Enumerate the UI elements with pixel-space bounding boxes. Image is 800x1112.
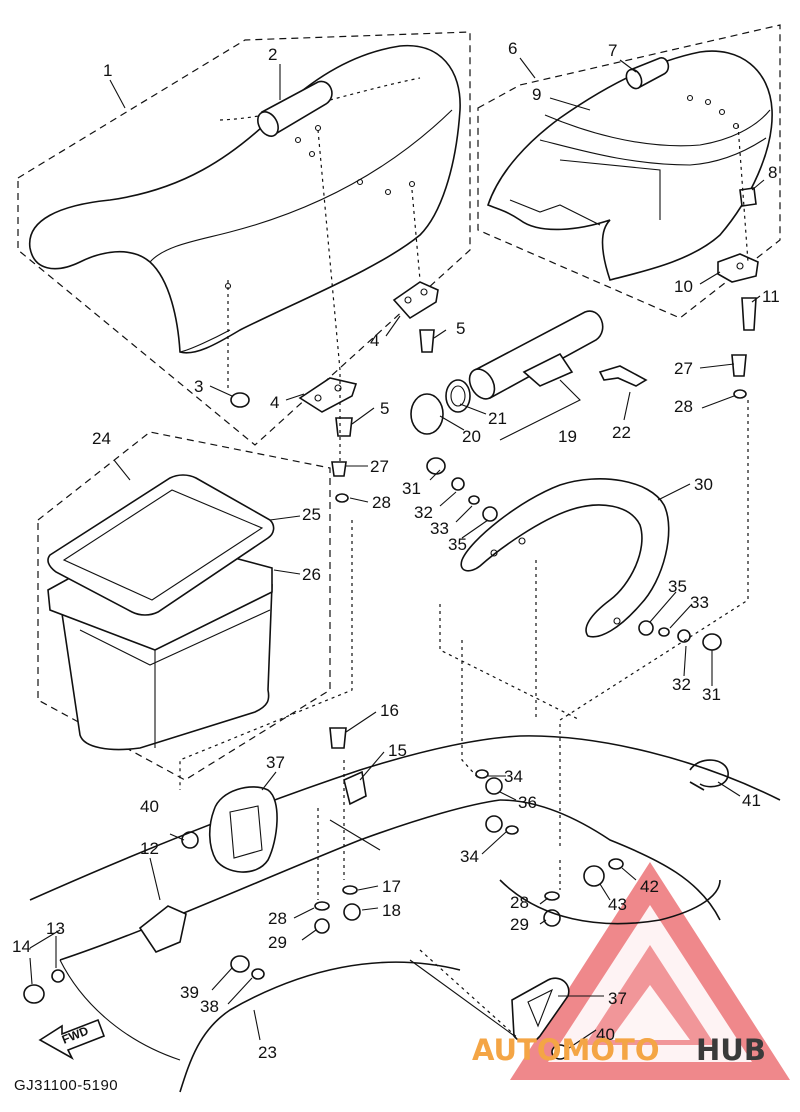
callout-7: 7 <box>608 41 617 60</box>
callout-1: 1 <box>103 61 112 80</box>
pillion-seat-holes <box>686 94 740 130</box>
pillion-seat <box>487 50 773 281</box>
rider-seat-group-frame <box>17 31 471 446</box>
callout-16: 16 <box>380 701 399 720</box>
callout-19: 19 <box>558 427 577 446</box>
nuts-washers <box>23 389 747 1060</box>
callout-32b: 32 <box>672 675 691 694</box>
seat-bracket-upper <box>392 281 439 320</box>
assembly-lines <box>179 124 749 1041</box>
callout-25: 25 <box>302 505 321 524</box>
callout-35b: 35 <box>668 577 687 596</box>
callout-28b: 28 <box>674 397 693 416</box>
shock-stay-37-left <box>208 786 278 873</box>
pillion-bracket <box>717 253 759 283</box>
callout-35a: 35 <box>448 535 467 554</box>
callout-30: 30 <box>694 475 713 494</box>
callout-27b: 27 <box>674 359 693 378</box>
callout-28d: 28 <box>510 893 529 912</box>
callout-31a: 31 <box>402 479 421 498</box>
callout-15: 15 <box>388 741 407 760</box>
callout-9: 9 <box>532 85 541 104</box>
pillion-handle-tube <box>625 57 670 90</box>
callout-12: 12 <box>140 839 159 858</box>
callout-14: 14 <box>12 937 31 956</box>
shock-stay-37-right <box>511 977 570 1043</box>
callout-21: 21 <box>488 409 507 428</box>
frame-fender <box>29 735 781 1093</box>
callout-10: 10 <box>674 277 693 296</box>
lock-clip <box>598 365 648 387</box>
watermark-text-part1: AUTOMOTO <box>472 1033 659 1067</box>
callout-4a: 4 <box>370 331 379 350</box>
rider-seat <box>29 44 461 354</box>
callout-20: 20 <box>462 427 481 446</box>
seat-bracket-lower <box>298 377 358 413</box>
callout-11: 11 <box>762 287 780 306</box>
callout-40b: 40 <box>596 1025 615 1044</box>
callout-28c: 28 <box>268 909 287 928</box>
callout-22: 22 <box>612 423 631 442</box>
callout-40a: 40 <box>140 797 159 816</box>
callout-32a: 32 <box>414 503 433 522</box>
callout-33a: 33 <box>430 519 449 538</box>
watermark-logo <box>510 862 790 1080</box>
callout-18: 18 <box>382 901 401 920</box>
bolts <box>329 187 757 749</box>
box-gasket <box>47 474 275 616</box>
callout-6: 6 <box>508 39 517 58</box>
grab-rail <box>460 478 670 638</box>
callout-43: 43 <box>608 895 627 914</box>
callout-27a: 27 <box>370 457 389 476</box>
leader-lines <box>29 57 765 1051</box>
callout-23: 23 <box>258 1043 277 1062</box>
callout-13: 13 <box>46 919 65 938</box>
callout-5a: 5 <box>456 319 465 338</box>
callout-8: 8 <box>768 163 777 182</box>
fwd-arrow <box>38 1018 106 1060</box>
callout-5b: 5 <box>380 399 389 418</box>
relay-12 <box>138 905 187 953</box>
callout-24: 24 <box>92 429 111 448</box>
callout-3: 3 <box>194 377 203 396</box>
callout-37a: 37 <box>266 753 285 772</box>
callout-29b: 29 <box>510 915 529 934</box>
callout-31b: 31 <box>702 685 721 704</box>
callout-37b: 37 <box>608 989 627 1008</box>
callout-4b: 4 <box>270 393 279 412</box>
u-bolt-41 <box>689 759 729 791</box>
callout-41: 41 <box>742 791 761 810</box>
watermark-text: AUTOMOTO HUB <box>472 1033 766 1067</box>
callout-labels: 1 2 3 4 4 5 5 6 7 8 9 10 11 12 13 14 15 … <box>12 39 780 1062</box>
seat-lock-assembly <box>410 310 604 435</box>
diagram-code: GJ31100-5190 <box>14 1077 118 1094</box>
callout-38: 38 <box>200 997 219 1016</box>
callout-42: 42 <box>640 877 659 896</box>
callout-17: 17 <box>382 877 401 896</box>
callout-29a: 29 <box>268 933 287 952</box>
callout-33b: 33 <box>690 593 709 612</box>
callout-28a: 28 <box>372 493 391 512</box>
callout-34b: 34 <box>460 847 479 866</box>
callout-26: 26 <box>302 565 321 584</box>
watermark-text-part2: HUB <box>696 1033 766 1067</box>
callout-34a: 34 <box>504 767 523 786</box>
pillion-seat-group-frame <box>477 24 781 319</box>
callout-36: 36 <box>518 793 537 812</box>
callout-39: 39 <box>180 983 199 1002</box>
callout-2: 2 <box>268 45 277 64</box>
seat-handle-tube <box>257 80 333 138</box>
